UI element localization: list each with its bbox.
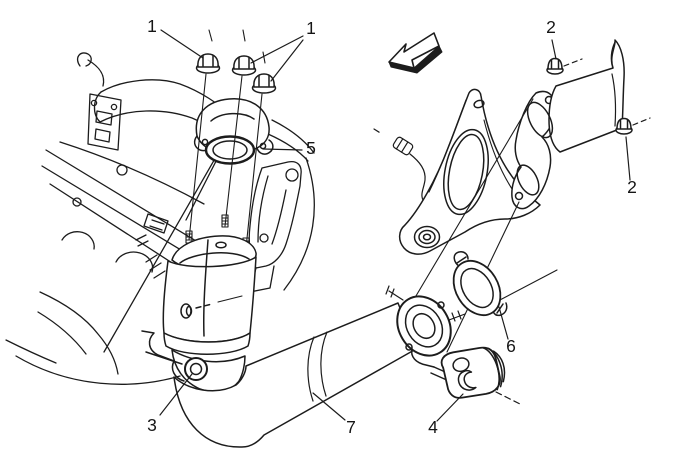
pipe-flange-gasket-6 — [452, 251, 508, 317]
flange-nut-1a — [195, 53, 221, 74]
leader-line — [436, 393, 464, 422]
callout-2b-label: 2 — [627, 177, 637, 197]
leader-line — [160, 29, 204, 59]
leader-lines — [159, 29, 631, 422]
flange-nut-2a — [546, 57, 583, 75]
front-exhaust-pipe-7 — [173, 302, 417, 448]
leader-line — [250, 35, 304, 64]
support-bracket — [373, 88, 541, 255]
exhaust-flange-gasket-5 — [204, 135, 256, 165]
callout-5-label: 5 — [306, 138, 316, 158]
callout-7-label: 7 — [346, 417, 356, 437]
mounting-stud-lines — [188, 29, 266, 249]
converter-side-nut — [180, 295, 243, 319]
callout-6-label: 6 — [506, 336, 516, 356]
converter-bracket — [141, 330, 185, 382]
callout-1b-label: 1 — [306, 18, 316, 38]
leader-line — [625, 136, 631, 181]
catalytic-converter — [141, 214, 257, 393]
callout-3-label: 3 — [147, 415, 157, 435]
bracket-grommet — [413, 225, 441, 249]
manifold-flange — [193, 98, 274, 165]
leader-line — [551, 39, 557, 60]
leader-line — [498, 306, 509, 340]
engine-mount-bracket — [248, 157, 315, 293]
callout-4-label: 4 — [428, 417, 438, 437]
oxygen-sensor-connector — [373, 128, 426, 201]
exhaust-hanger-insulator-4 — [440, 346, 521, 405]
leader-line — [312, 392, 346, 421]
leader-line — [262, 148, 303, 151]
callout-labels: 1 1 2 2 3 4 5 6 7 — [147, 16, 637, 437]
direction-arrow-icon — [388, 32, 443, 74]
leader-line — [159, 373, 193, 416]
flange-nut-1b — [231, 55, 257, 76]
callout-1a-label: 1 — [147, 16, 157, 36]
converter-bolt-3 — [184, 357, 208, 381]
flange-nut-2b — [615, 117, 651, 135]
callout-2a-label: 2 — [546, 17, 556, 37]
flange-nut-1c — [251, 73, 277, 94]
leader-line — [270, 39, 304, 82]
rear-exhaust-pipe — [511, 39, 625, 210]
